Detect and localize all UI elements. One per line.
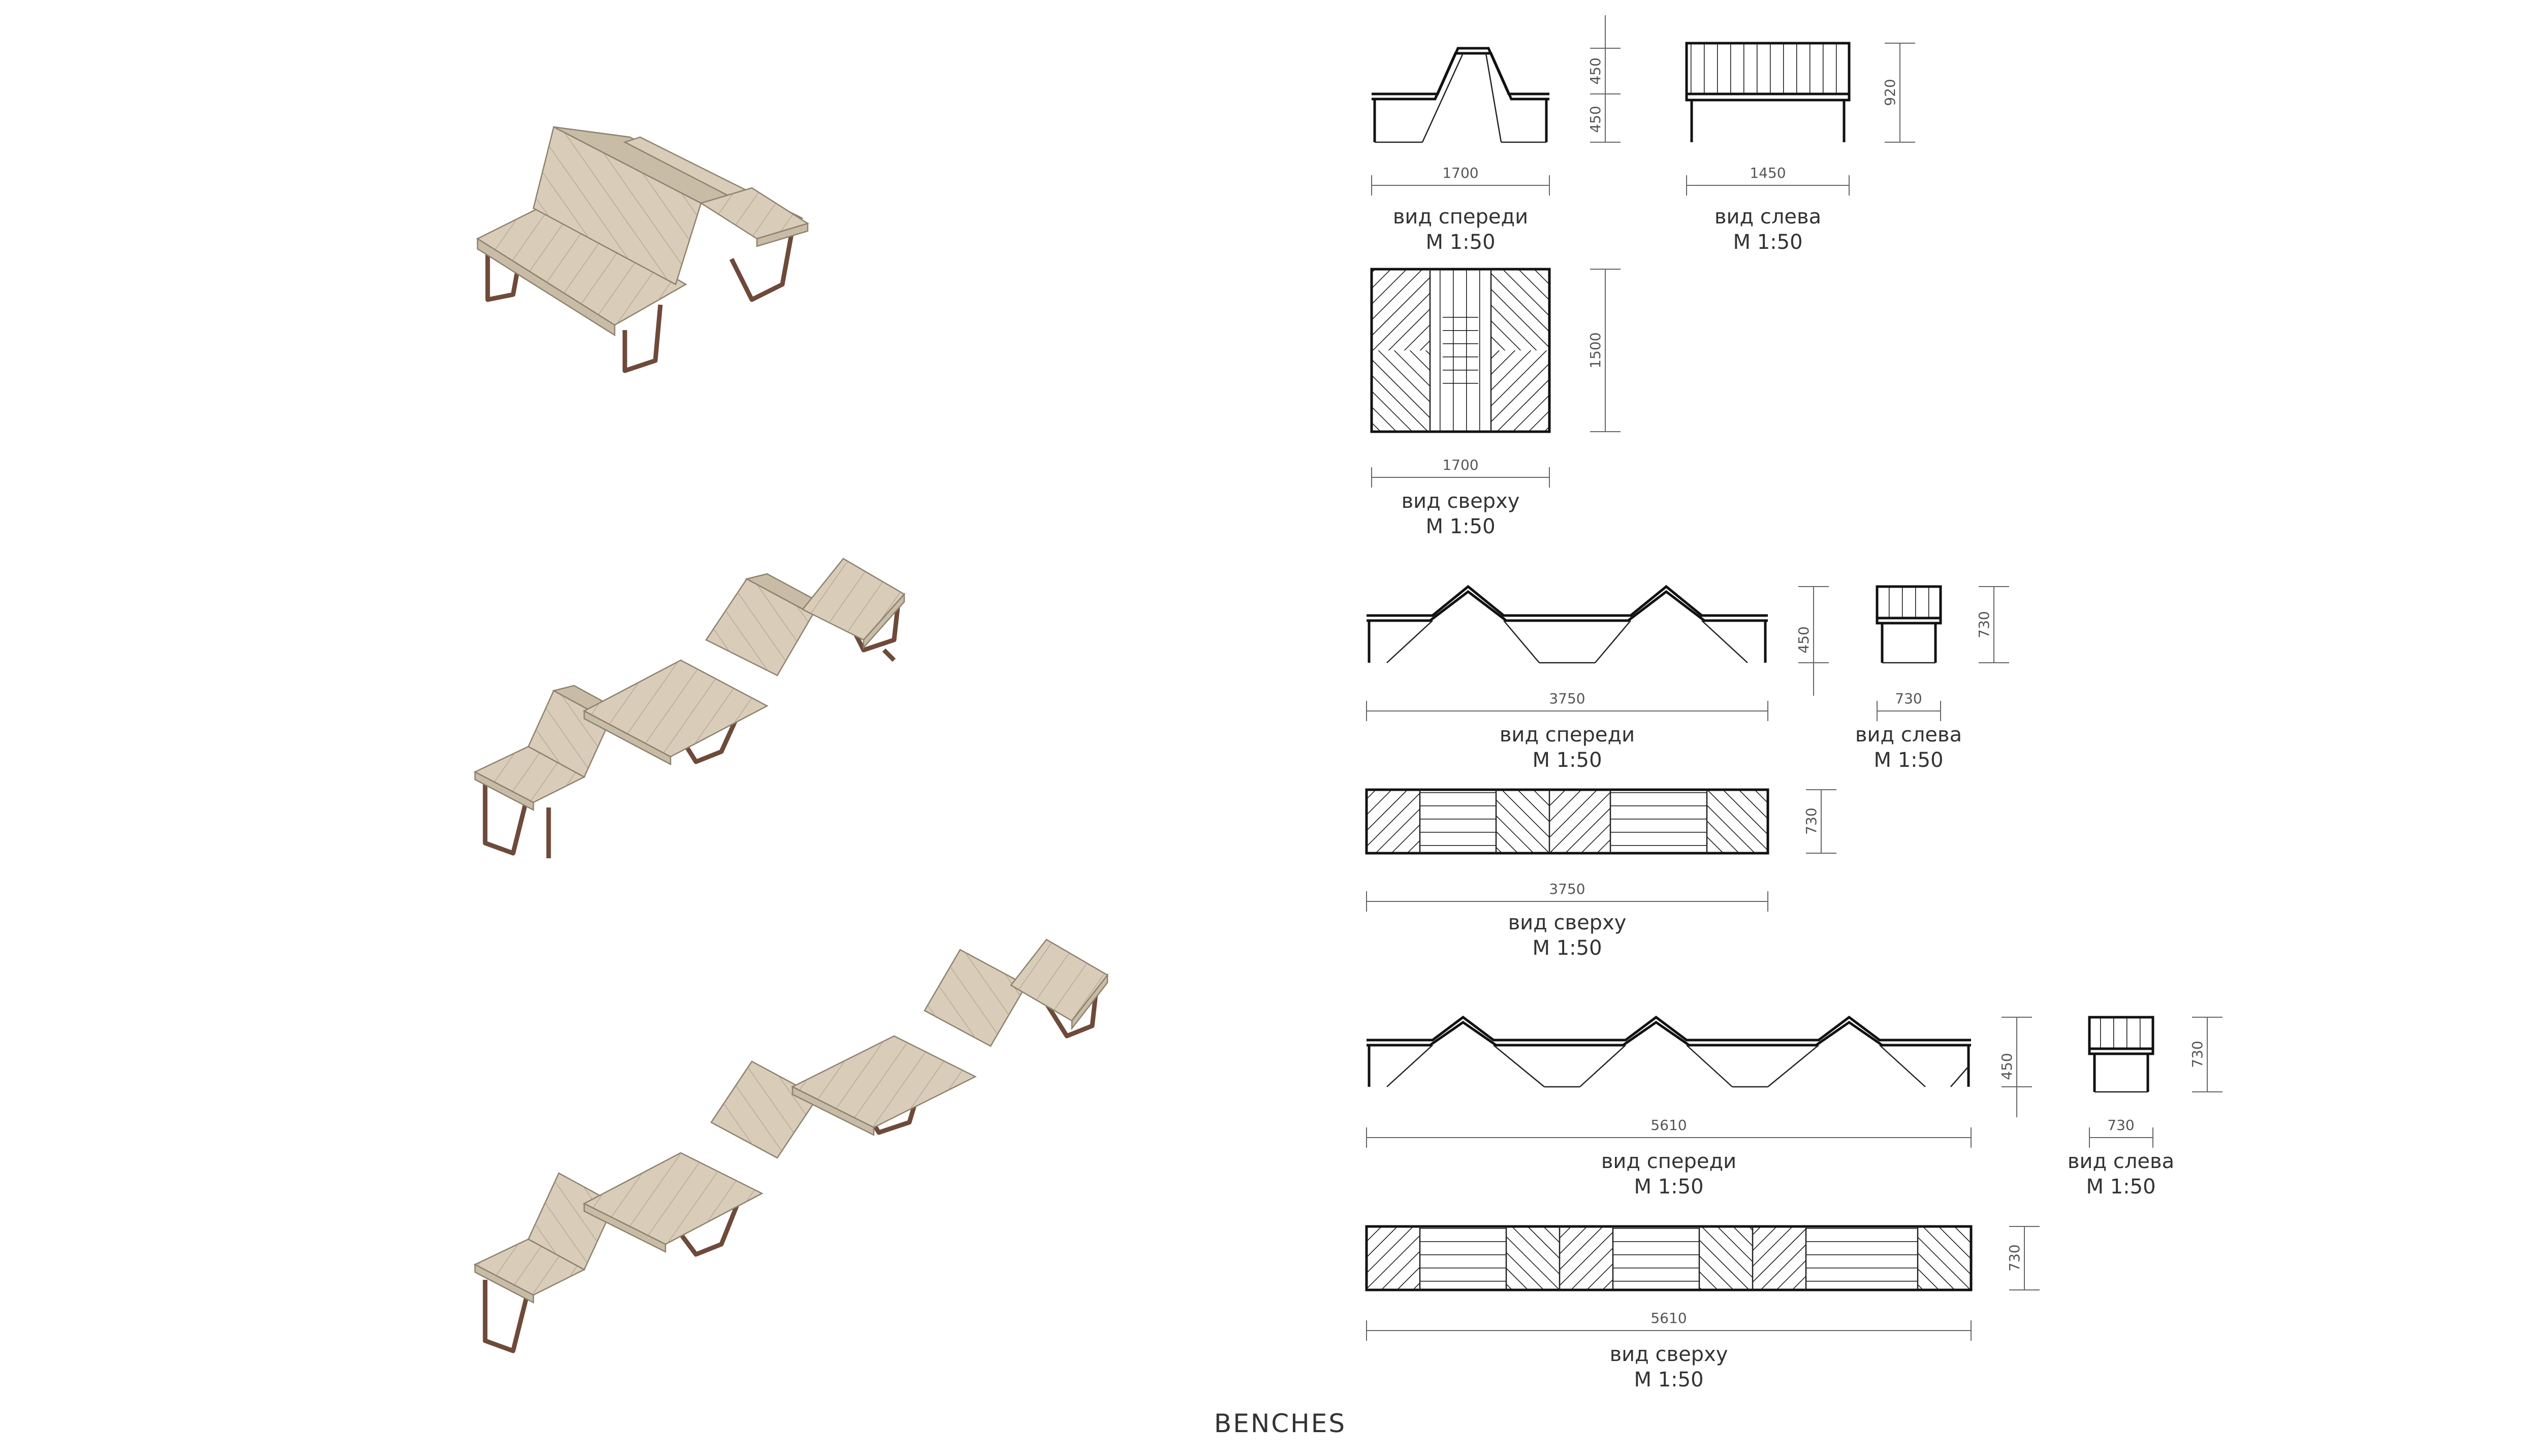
bench-3-left-width: 730 bbox=[2107, 1117, 2134, 1134]
bench-1-top-height: 1500 bbox=[1587, 332, 1604, 368]
bench-1-left-height: 920 bbox=[1882, 79, 1898, 106]
bench-1-front-width: 1700 bbox=[1442, 165, 1478, 181]
bench-2-top-view: 730 3750 вид сверху M 1:50 bbox=[1365, 788, 1836, 960]
bench-2-front-scale: M 1:50 bbox=[1532, 749, 1602, 772]
bench-2-left-height: 730 bbox=[1976, 611, 1992, 638]
bench-3-top-height: 730 bbox=[2006, 1244, 2023, 1271]
bench-2-left-view: 730 730 вид слева M 1:50 bbox=[1855, 585, 2009, 772]
bench-1-left-scale: M 1:50 bbox=[1733, 231, 1802, 254]
bench-3-left-height: 730 bbox=[2189, 1041, 2206, 1067]
bench-2-top-scale: M 1:50 bbox=[1532, 936, 1602, 960]
bench-1-front-height-bottom: 450 bbox=[1587, 106, 1604, 133]
bench-2-left-width: 730 bbox=[1895, 690, 1922, 707]
bench-2-top-label: вид сверху bbox=[1508, 911, 1627, 934]
bench-2-isometric bbox=[473, 558, 905, 858]
bench-1-left-label: вид слева bbox=[1714, 205, 1821, 229]
bench-3-top-scale: M 1:50 bbox=[1634, 1368, 1703, 1392]
bench-1-top-scale: M 1:50 bbox=[1425, 515, 1495, 538]
bench-2-front-label: вид спереди bbox=[1500, 723, 1635, 747]
bench-2-top-width: 3750 bbox=[1549, 881, 1585, 897]
bench-3-top-view: 730 5610 вид сверху M 1:50 bbox=[1365, 1225, 2040, 1392]
bench-2-front-height: 450 bbox=[1795, 626, 1812, 653]
bench-1-top-label: вид сверху bbox=[1402, 490, 1520, 513]
bench-3-isometric bbox=[473, 939, 1108, 1353]
bench-3-left-view: 730 730 вид слева M 1:50 bbox=[2068, 1016, 2222, 1199]
bench-3-front-view: 450 5610 вид спереди M 1:50 bbox=[1366, 1015, 2032, 1199]
bench-1-front-scale: M 1:50 bbox=[1425, 231, 1495, 254]
bench-1-isometric bbox=[476, 126, 809, 373]
bench-3-left-scale: M 1:50 bbox=[2086, 1175, 2155, 1199]
bench-2-front-view: 450 3750 вид спереди M 1:50 bbox=[1366, 585, 1829, 772]
bench-3-left-label: вид слева bbox=[2068, 1150, 2174, 1173]
bench-3-top-width: 5610 bbox=[1650, 1310, 1687, 1326]
bench-3-front-label: вид спереди bbox=[1601, 1150, 1736, 1173]
bench-1-front-label: вид спереди bbox=[1393, 205, 1528, 229]
bench-3-top-label: вид сверху bbox=[1610, 1343, 1728, 1366]
bench-1-top-view: 1500 1700 вид сверху M 1:50 bbox=[1370, 268, 1621, 538]
bench-3-front-height: 450 bbox=[1998, 1053, 2015, 1080]
bench-3-front-width: 5610 bbox=[1650, 1117, 1687, 1134]
bench-1-top-width: 1700 bbox=[1442, 457, 1478, 473]
bench-2-front-width: 3750 bbox=[1549, 690, 1585, 707]
bench-1-front-view: 450 450 1700 вид спереди M 1:50 bbox=[1371, 15, 1621, 254]
bench-2-left-label: вид слева bbox=[1855, 723, 1962, 747]
bench-2-left-scale: M 1:50 bbox=[1874, 749, 1943, 772]
bench-3-front-scale: M 1:50 bbox=[1634, 1175, 1703, 1199]
sheet-title: BENCHES bbox=[1214, 1409, 1346, 1438]
bench-2-top-height: 730 bbox=[1803, 807, 1820, 834]
bench-1-left-view: 920 1450 вид слева M 1:50 bbox=[1685, 42, 1915, 254]
bench-1-left-width: 1450 bbox=[1750, 165, 1786, 181]
bench-1-front-height-top: 450 bbox=[1587, 57, 1604, 84]
